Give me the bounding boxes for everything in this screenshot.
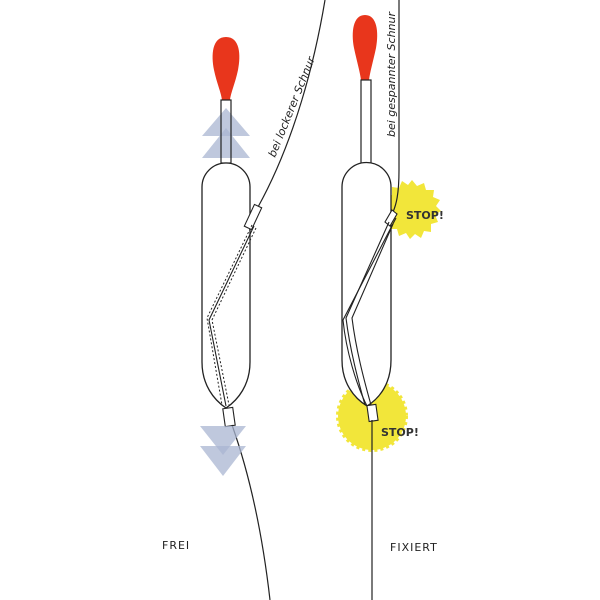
stop-burst-top — [382, 180, 441, 239]
down-arrows-icon — [200, 426, 246, 476]
left-line-inner — [208, 225, 255, 407]
stop-label-bottom: STOP! — [381, 426, 419, 439]
right-float: STOP! STOP! bei gespannter Schnur FIXIER… — [336, 0, 444, 600]
left-float: bei lockerer Schnur FREI — [162, 0, 326, 600]
right-top-tube — [384, 209, 398, 227]
left-line-inner-dotted-2 — [211, 227, 257, 406]
right-line-upper — [392, 0, 400, 213]
right-caption: FIXIERT — [390, 541, 438, 554]
up-arrows-icon — [202, 108, 250, 158]
left-bottom-tube — [222, 406, 236, 428]
left-line-upper — [257, 0, 326, 208]
right-bottom-tube — [366, 403, 379, 423]
left-line-note: bei lockerer Schnur — [266, 54, 319, 159]
right-line-inner-c — [342, 217, 397, 409]
right-float-stem — [360, 79, 372, 164]
left-line-lower — [231, 424, 271, 600]
stop-label-top: STOP! — [406, 209, 444, 222]
left-float-tip — [212, 37, 240, 100]
left-top-tube — [243, 203, 263, 231]
right-line-note: bei gespannter Schnur — [385, 11, 398, 137]
right-line-inner-b — [351, 223, 394, 406]
left-caption: FREI — [162, 539, 190, 552]
right-float-tip — [352, 15, 378, 80]
